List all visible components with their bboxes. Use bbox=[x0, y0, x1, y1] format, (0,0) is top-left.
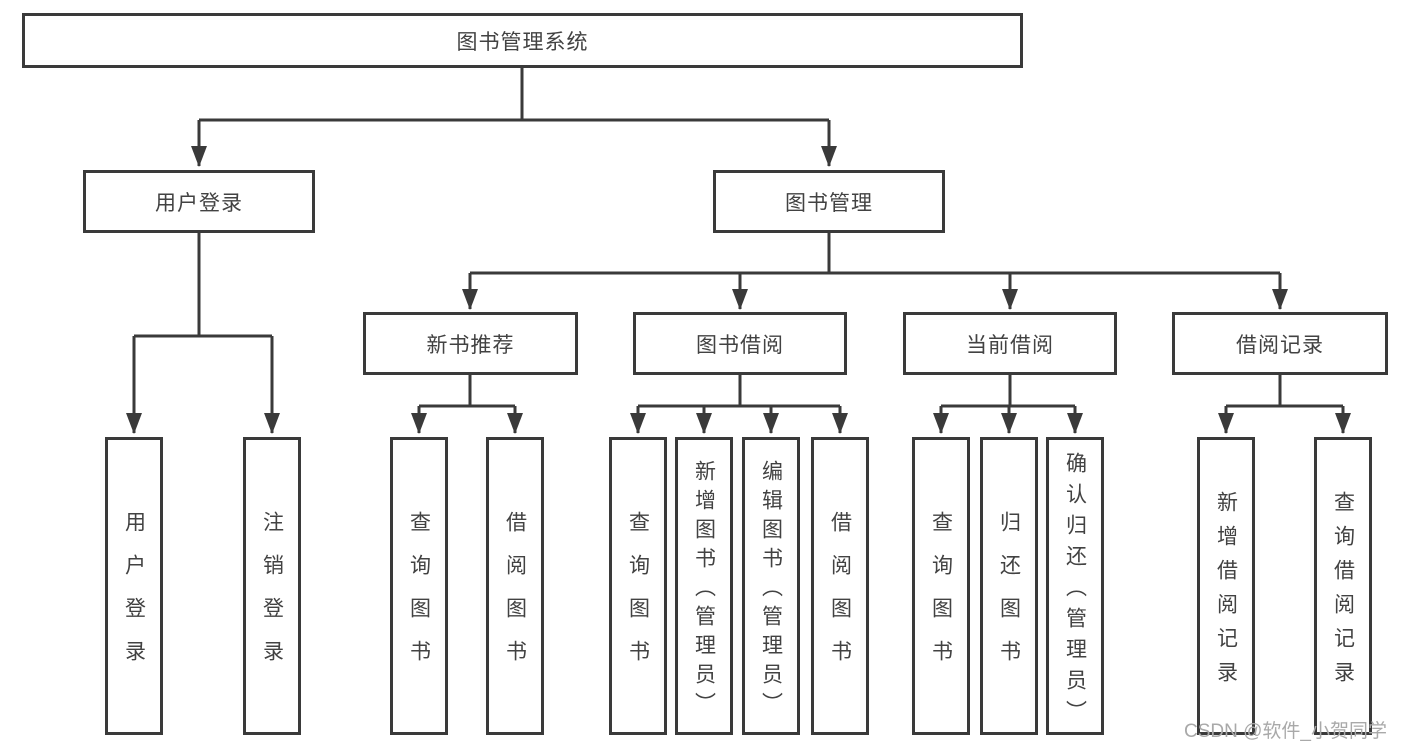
leaf-user-login-label: 用户登录 bbox=[122, 511, 146, 683]
node-user-login: 用户登录 bbox=[83, 170, 315, 233]
node-new-book-recommend: 新书推荐 bbox=[363, 312, 578, 375]
edge-newbooks-trunk bbox=[419, 375, 515, 408]
leaf-nb-borrow-books: 借阅图书 bbox=[486, 437, 544, 735]
leaf-cb-confirm-return-admin: 确认归还（管理员） bbox=[1046, 437, 1104, 735]
leaf-user-login: 用户登录 bbox=[105, 437, 163, 735]
leaf-cb-return-books-label: 归还图书 bbox=[997, 511, 1021, 683]
leaf-nb-query-books-label: 查询图书 bbox=[407, 511, 431, 683]
leaf-bb-edit-books-admin-label: 编辑图书（管理员） bbox=[759, 459, 783, 721]
edge-root-trunk bbox=[199, 67, 829, 122]
node-book-borrow-label: 图书借阅 bbox=[696, 333, 784, 357]
leaf-nb-borrow-books-label: 借阅图书 bbox=[503, 511, 527, 683]
node-root-label: 图书管理系统 bbox=[456, 30, 589, 54]
leaf-bb-query-books: 查询图书 bbox=[609, 437, 667, 735]
leaf-logout-label: 注销登录 bbox=[260, 511, 284, 683]
node-borrow-records-label: 借阅记录 bbox=[1236, 333, 1324, 357]
leaf-cb-confirm-return-admin-label: 确认归还（管理员） bbox=[1063, 451, 1087, 731]
node-root-system: 图书管理系统 bbox=[22, 13, 1023, 68]
node-current-borrow: 当前借阅 bbox=[903, 312, 1117, 375]
edge-login-trunk bbox=[134, 233, 272, 338]
node-borrow-records: 借阅记录 bbox=[1172, 312, 1388, 375]
leaf-bb-add-books-admin: 新增图书（管理员） bbox=[675, 437, 733, 735]
leaf-rec-add-record: 新增借阅记录 bbox=[1197, 437, 1255, 735]
node-book-borrow: 图书借阅 bbox=[633, 312, 847, 375]
leaf-bb-borrow-books: 借阅图书 bbox=[811, 437, 869, 735]
node-new-book-recommend-label: 新书推荐 bbox=[426, 333, 515, 357]
leaf-bb-borrow-books-label: 借阅图书 bbox=[828, 511, 852, 683]
leaf-bb-edit-books-admin: 编辑图书（管理员） bbox=[742, 437, 800, 735]
edge-currentborrow-trunk bbox=[941, 375, 1075, 408]
leaf-logout: 注销登录 bbox=[243, 437, 301, 735]
leaf-nb-query-books: 查询图书 bbox=[390, 437, 448, 735]
leaf-cb-return-books: 归还图书 bbox=[980, 437, 1038, 735]
node-current-borrow-label: 当前借阅 bbox=[966, 333, 1054, 357]
leaf-rec-query-record: 查询借阅记录 bbox=[1314, 437, 1372, 735]
leaf-rec-add-record-label: 新增借阅记录 bbox=[1214, 490, 1238, 695]
leaf-rec-query-record-label: 查询借阅记录 bbox=[1331, 490, 1355, 695]
leaf-bb-query-books-label: 查询图书 bbox=[626, 511, 650, 683]
node-book-management: 图书管理 bbox=[713, 170, 945, 233]
edge-mgmt-trunk bbox=[470, 233, 1280, 275]
leaf-bb-add-books-admin-label: 新增图书（管理员） bbox=[692, 459, 716, 721]
edge-records-trunk bbox=[1226, 375, 1343, 408]
node-book-management-label: 图书管理 bbox=[785, 191, 873, 215]
edge-bookborrow-trunk bbox=[638, 375, 840, 408]
leaf-cb-query-books-label: 查询图书 bbox=[929, 511, 953, 683]
leaf-cb-query-books: 查询图书 bbox=[912, 437, 970, 735]
node-user-login-label: 用户登录 bbox=[155, 191, 243, 215]
csdn-watermark: CSDN @软件_小贺同学 bbox=[1184, 721, 1387, 742]
